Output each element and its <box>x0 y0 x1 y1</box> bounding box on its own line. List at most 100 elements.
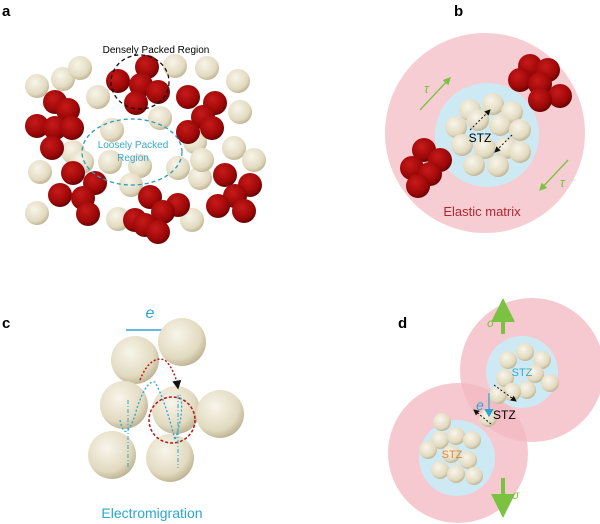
tau-bottom: τ <box>560 175 566 190</box>
stz-atom <box>533 351 551 369</box>
beige-atom <box>180 208 204 232</box>
red-atom <box>124 91 148 115</box>
stz-atom <box>431 461 449 479</box>
stz-atom <box>499 351 517 369</box>
stz-atom <box>463 431 481 449</box>
large-atom <box>88 431 136 479</box>
loose-region-outline <box>81 118 183 186</box>
panel-d: d σ σ STZ STZ e STZ <box>388 298 600 523</box>
beige-atom <box>86 85 110 109</box>
stz-atom <box>467 109 489 131</box>
red-atom <box>25 114 49 138</box>
beige-atom <box>188 166 212 190</box>
stz-atom <box>442 445 460 463</box>
sigma-top: σ <box>487 316 495 330</box>
red-atom <box>232 199 256 223</box>
shear-stress-arrow <box>539 159 569 191</box>
red-atom <box>146 220 170 244</box>
large-atom <box>196 390 244 438</box>
beige-atom <box>242 148 266 172</box>
large-atom <box>111 336 159 384</box>
loose-region-label-2: Region <box>117 153 149 164</box>
red-atom <box>508 68 532 92</box>
beige-atom <box>128 154 152 178</box>
red-atom <box>206 194 230 218</box>
beige-atom <box>222 136 246 160</box>
red-atom <box>61 161 85 185</box>
stz-atoms <box>419 343 559 485</box>
dense-region-outline <box>110 54 170 110</box>
stz-label: STZ <box>469 131 492 145</box>
vacancy-outline <box>148 396 196 444</box>
large-atom <box>152 386 200 434</box>
red-clusters <box>400 54 572 198</box>
beige-atom <box>28 160 52 184</box>
beige-atom <box>98 150 122 174</box>
stz-atom <box>482 93 504 115</box>
beige-atom <box>226 69 250 93</box>
beige-atom <box>228 100 252 124</box>
red-atom <box>56 98 80 122</box>
stz-atom <box>459 451 477 469</box>
red-atom <box>176 85 200 109</box>
red-atom <box>406 174 430 198</box>
stz-atom <box>433 413 451 431</box>
stz-atom <box>447 427 465 445</box>
beige-atom <box>25 201 49 225</box>
dense-region-label: Densely Packed Region <box>103 45 210 56</box>
sigma-bottom: σ <box>512 488 520 502</box>
panel-b: b STZ τ τ Elastic matrix <box>385 3 585 233</box>
shear-arrow <box>493 384 517 402</box>
beige-atom <box>68 56 92 80</box>
panel-label-b: b <box>454 3 463 20</box>
panel-a: a Densely Packed Region Loosely Packed R… <box>2 3 266 244</box>
red-atom <box>548 84 572 108</box>
large-atom <box>100 381 148 429</box>
stz-atom <box>431 431 449 449</box>
stz-atom <box>419 441 437 459</box>
beige-atom <box>190 148 214 172</box>
beige-atom <box>166 156 190 180</box>
beige-atom <box>163 54 187 78</box>
loose-region-label-1: Loosely Packed <box>98 140 169 151</box>
stz-label-mid: STZ <box>493 408 516 422</box>
migration-path <box>119 381 183 443</box>
stz-atom <box>489 114 511 136</box>
red-atom <box>213 163 237 187</box>
stz-atom <box>465 467 483 485</box>
red-atom <box>40 136 64 160</box>
red-atom <box>151 200 175 224</box>
red-atom <box>200 116 224 140</box>
stz-atom <box>445 116 467 138</box>
electromigration-caption: Electromigration <box>101 505 202 521</box>
stz-atom <box>474 137 496 159</box>
panel-c: c e Electromigration <box>2 305 244 521</box>
electron-symbol: e <box>476 397 484 413</box>
panel-label-d: d <box>398 315 407 332</box>
stz-atom <box>496 369 514 387</box>
shear-stress-arrow <box>419 77 451 111</box>
large-atom <box>158 318 206 366</box>
large-atoms <box>88 318 244 482</box>
beige-atom <box>148 106 172 130</box>
stz-atom <box>541 374 559 392</box>
elastic-matrix-label: Elastic matrix <box>443 204 521 219</box>
red-atom <box>176 120 200 144</box>
red-atom <box>106 69 130 93</box>
red-clusters <box>25 55 262 244</box>
panel-label-c: c <box>2 315 10 332</box>
stz-atom <box>526 365 544 383</box>
beige-atom <box>106 207 130 231</box>
beige-atom <box>25 74 49 98</box>
stz-atom <box>518 381 536 399</box>
tau-top: τ <box>424 81 430 96</box>
red-atom <box>528 88 552 112</box>
stz-atom <box>509 141 531 163</box>
stz-atom <box>516 343 534 361</box>
large-atom <box>146 434 194 482</box>
stz-atom <box>489 386 507 404</box>
atom-jump-path <box>139 358 182 390</box>
stz-label-bottom: STZ <box>442 449 463 461</box>
